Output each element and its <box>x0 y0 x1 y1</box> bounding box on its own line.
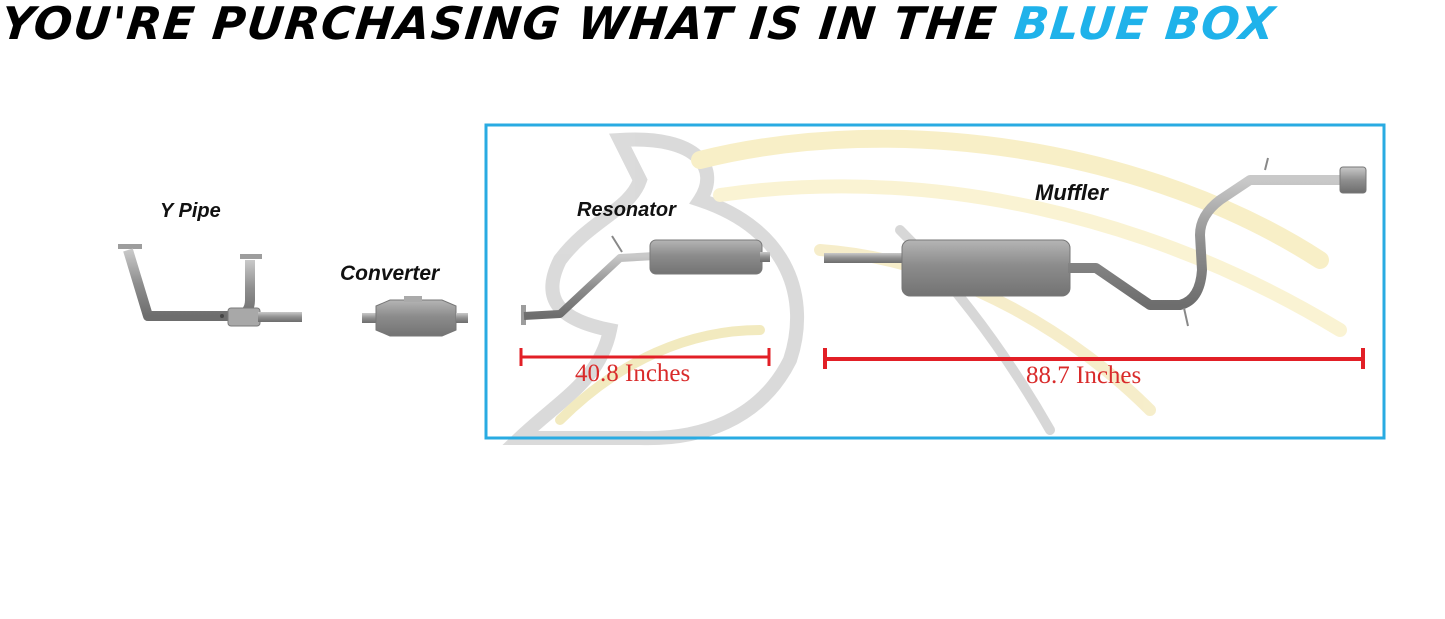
y-pipe-image <box>118 244 302 327</box>
muffler-image <box>824 157 1367 327</box>
resonator-image <box>521 235 770 325</box>
muffler-measure-line <box>823 348 1365 369</box>
blue-box <box>484 123 1386 440</box>
resonator-measure-line <box>519 348 771 366</box>
y-pipe-label: Y Pipe <box>160 200 221 222</box>
converter-label: Converter <box>340 262 440 285</box>
converter-image <box>362 296 468 337</box>
resonator-label: Resonator <box>577 199 676 221</box>
resonator-length-text: 40.8 Inches <box>575 360 691 387</box>
muffler-label: Muffler <box>1035 180 1108 205</box>
muffler-length-text: 88.7 Inches <box>1026 362 1142 389</box>
